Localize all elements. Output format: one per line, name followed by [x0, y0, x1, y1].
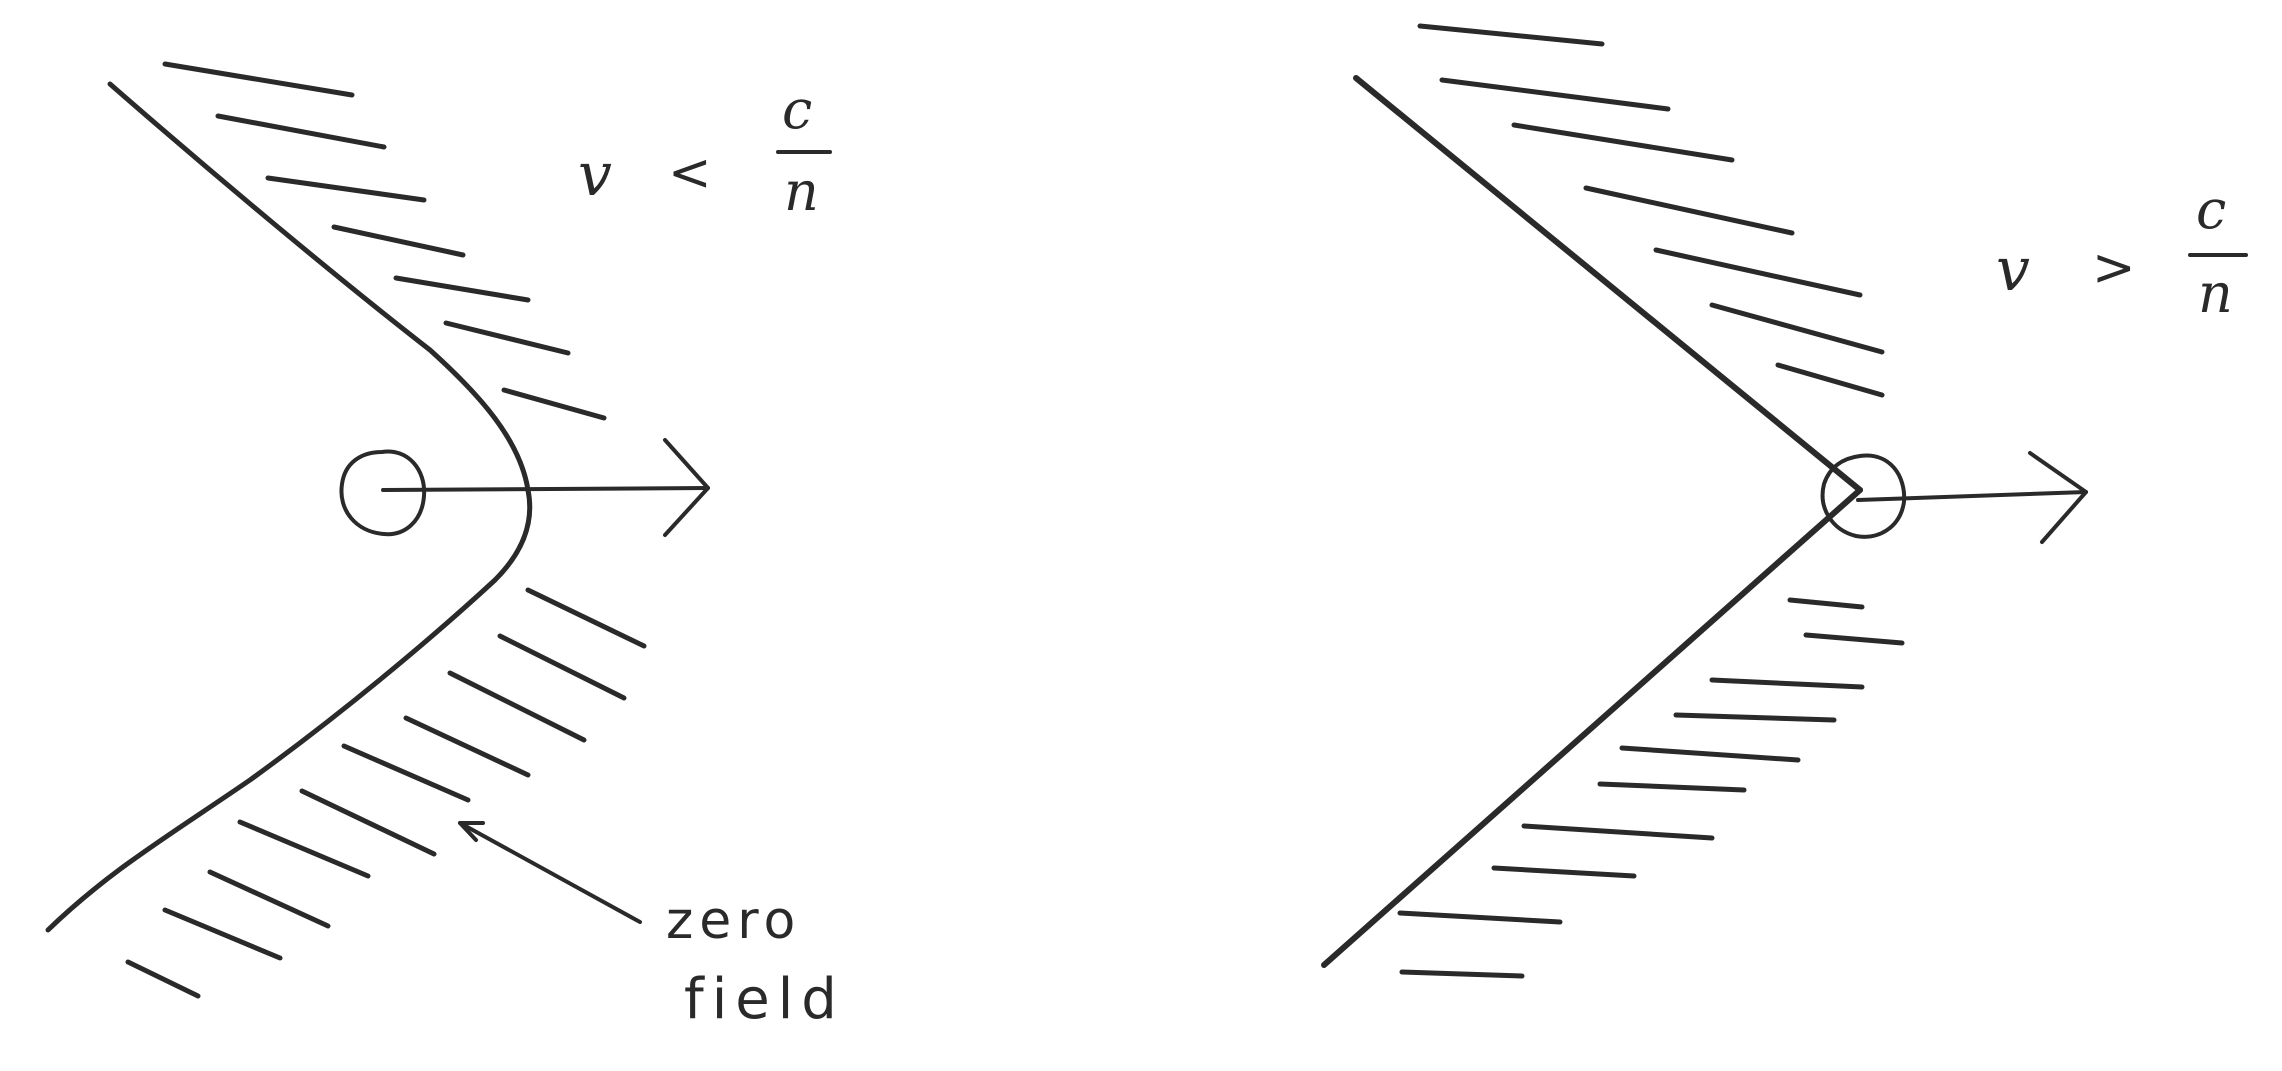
left-particle: [339, 449, 427, 537]
right-upper-hatching: [1417, 23, 1885, 398]
right-panel: v > c n: [1321, 23, 2248, 979]
zero-field-label: zero field: [666, 891, 845, 1032]
right-cone-upper: [1353, 75, 1863, 493]
zero-field-line2: field: [684, 967, 845, 1032]
right-denominator: n: [2198, 262, 2233, 325]
left-lower-hatching: [125, 587, 647, 999]
left-upper-hatching: [162, 61, 607, 421]
right-cherenkov-cone: [1321, 75, 1863, 968]
left-numerator: c: [782, 78, 812, 141]
zero-field-line1: zero: [666, 891, 801, 951]
right-particle: [1820, 453, 1907, 539]
left-denominator: n: [784, 160, 819, 223]
left-variable: v: [578, 140, 612, 210]
right-numerator: c: [2196, 178, 2226, 241]
left-panel: v < c n zero field: [45, 61, 845, 1032]
right-lower-hatching: [1397, 597, 1905, 979]
right-velocity-arrow: [1856, 451, 2088, 544]
right-variable: v: [1996, 235, 2030, 305]
left-condition-label: v < c n: [578, 78, 832, 223]
right-cone-lower: [1321, 487, 1863, 968]
left-velocity-arrow: [381, 438, 710, 537]
left-field-front: [45, 81, 533, 933]
zero-field-pointer-arrow: [458, 821, 642, 924]
right-condition-label: v > c n: [1996, 178, 2248, 325]
right-relation: >: [2092, 238, 2136, 298]
left-relation: <: [668, 143, 712, 203]
